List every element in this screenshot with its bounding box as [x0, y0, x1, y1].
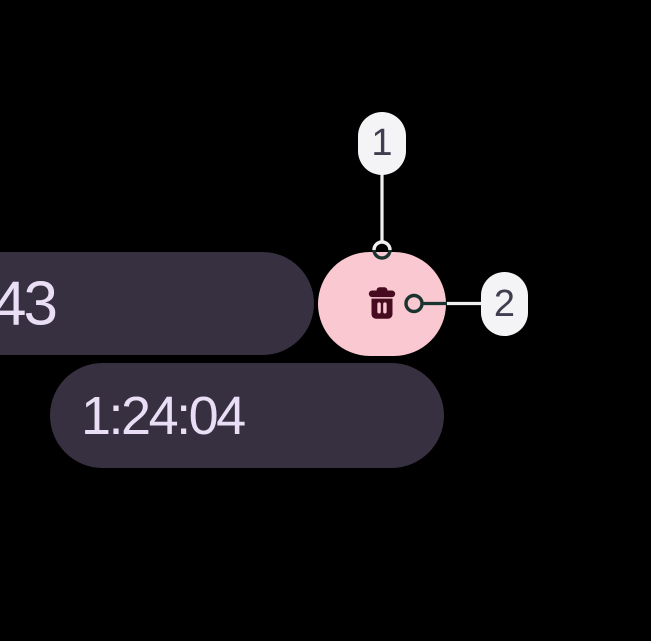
delete-button[interactable]: [318, 252, 446, 356]
lap-time-chip: 43: [0, 252, 314, 355]
total-time-chip: 1:24:04: [50, 363, 444, 468]
trash-icon: [364, 285, 400, 323]
callout-marker-1-top: [372, 240, 392, 251]
total-time-value: 1:24:04: [81, 385, 246, 446]
lap-time-value: 43: [0, 269, 58, 338]
callout-badge-2: 2: [481, 272, 528, 336]
callout-badge-1: 1: [358, 112, 406, 175]
